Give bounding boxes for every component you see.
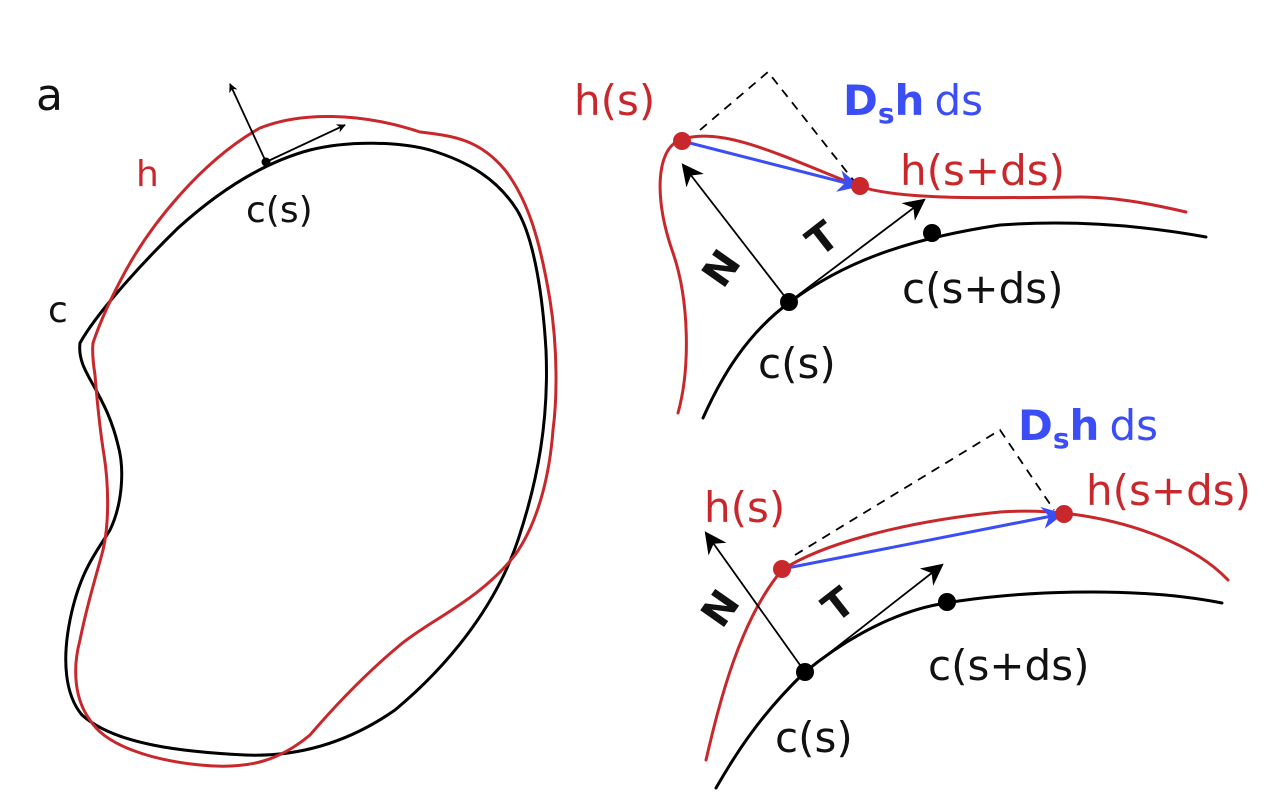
point-h-s-ds-bottom [1055,505,1073,523]
point-c-s-bottom [796,663,814,681]
label-c-a: c [48,290,68,331]
dashed-guide-bottom [794,428,1055,556]
curve-h-bottom [704,509,1230,762]
label-c-s-ds-top: c(s+ds) [902,264,1063,313]
point-c-s-a [261,157,271,167]
tangent-arrow-bottom [804,563,944,673]
label-tangent-bottom: T [814,578,864,631]
normal-arrow-a [229,83,267,163]
derivative-vector-bottom [781,507,1065,571]
normal-arrow-bottom [704,531,806,673]
curve-h [74,114,558,768]
normal-arrow-top [681,163,790,303]
derivative-vector-top [681,139,861,192]
point-h-s-top [673,132,691,150]
curve-c-bottom [714,590,1224,790]
label-normal-top: N [694,242,751,296]
label-h-s-ds-top: h(s+ds) [900,146,1065,195]
curve-c [64,141,548,757]
label-c-s-bottom: c(s) [775,713,853,762]
point-c-s-ds-top [923,224,941,242]
curve-h-top [658,134,1188,415]
panel-letter: a [36,70,63,121]
point-h-s-bottom [773,560,791,578]
label-h-s-top: h(s) [574,76,655,125]
label-tangent-top: T [798,212,848,265]
panel-a: a h c(s) c [36,70,558,768]
label-c-s-a: c(s) [246,190,313,231]
curve-c-top [701,221,1208,420]
label-h-s-bottom: h(s) [704,483,785,532]
point-c-s-ds-bottom [938,593,956,611]
point-h-s-ds-top [851,177,869,195]
label-normal-bottom: N [693,582,750,636]
tangent-arrow-a [265,124,346,163]
dashed-guide-top [699,70,859,187]
label-c-s-ds-bottom: c(s+ds) [928,641,1089,690]
tangent-arrow-top [788,198,926,303]
label-h-a: h [136,154,159,195]
label-h-s-ds-bottom: h(s+ds) [1086,466,1251,515]
label-c-s-top: c(s) [758,339,836,388]
point-c-s-top [780,293,798,311]
